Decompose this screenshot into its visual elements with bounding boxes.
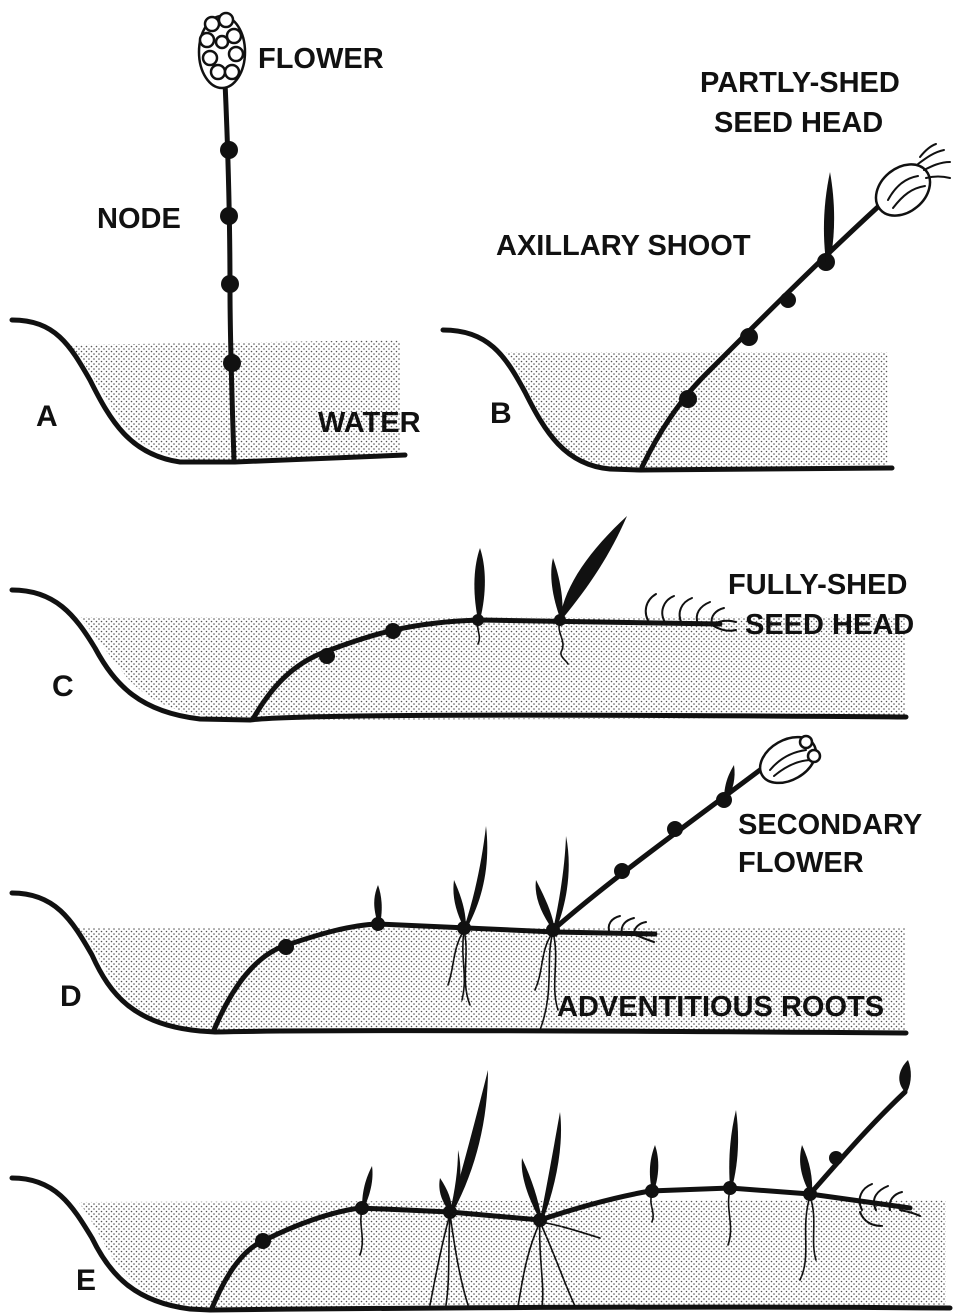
water-label: WATER — [318, 407, 421, 439]
panel-a-node — [220, 141, 238, 159]
panel-c-node — [319, 648, 335, 664]
panel-e-secondary-stem — [810, 1092, 905, 1194]
adventitious-roots-label: ADVENTITIOUS ROOTS — [557, 991, 884, 1023]
panel-a-node — [221, 275, 239, 293]
panel-b-water — [505, 352, 888, 470]
panel-a-node — [223, 354, 241, 372]
panel-b-node — [740, 328, 758, 346]
panel-d-shoot — [536, 880, 555, 930]
panel-e-letter: E — [76, 1264, 96, 1297]
panel-a-flower-icon — [199, 13, 245, 88]
panel-d-letter: D — [60, 980, 82, 1013]
panel-e-node — [255, 1233, 271, 1249]
panel-e-shoot — [650, 1145, 658, 1191]
secondary-flower-label-line2: FLOWER — [738, 847, 864, 879]
panel-d-shoot — [464, 826, 487, 928]
panel-d-secondary-flower-icon — [752, 728, 824, 793]
panel-d: SECONDARY FLOWER ADVENTITIOUS ROOTS D — [12, 728, 922, 1033]
secondary-flower-label-line1: SECONDARY — [738, 809, 922, 841]
panel-b: PARTLY-SHED SEED HEAD AXILLARY SHOOT B — [443, 67, 950, 470]
panel-a: FLOWER NODE WATER A — [12, 13, 421, 462]
fully-shed-label-line1: FULLY-SHED — [728, 569, 907, 601]
panel-d-node — [278, 939, 294, 955]
flower-label: FLOWER — [258, 43, 384, 75]
panel-b-node — [679, 390, 697, 408]
panel-d-shoot — [453, 880, 466, 928]
panel-e: E — [12, 1060, 950, 1310]
panel-b-seed-head-icon — [866, 144, 950, 226]
panel-c-node — [385, 623, 401, 639]
panel-a-node — [220, 207, 238, 225]
panel-b-node — [780, 292, 796, 308]
panel-d-shoot — [724, 765, 735, 800]
panel-e-shoot — [800, 1145, 812, 1194]
panel-e-shoot — [899, 1060, 911, 1092]
axillary-shoot-label: AXILLARY SHOOT — [496, 230, 751, 262]
panel-c: FULLY-SHED SEED HEAD C — [12, 516, 914, 720]
panel-e-shoot — [729, 1110, 738, 1188]
panel-d-node — [667, 821, 683, 837]
panel-c-shoot — [474, 548, 485, 620]
panel-e-node — [829, 1151, 843, 1165]
partly-shed-label-line2: SEED HEAD — [714, 107, 883, 139]
panel-c-shoot — [551, 558, 562, 618]
node-label: NODE — [97, 203, 181, 235]
panel-c-letter: C — [52, 670, 74, 703]
panel-c-shoot — [560, 516, 627, 618]
fully-shed-label-line2: SEED HEAD — [745, 609, 914, 641]
panel-b-letter: B — [490, 397, 512, 430]
partly-shed-label-line1: PARTLY-SHED — [700, 67, 900, 99]
panel-d-node — [614, 863, 630, 879]
panel-a-letter: A — [36, 400, 58, 433]
